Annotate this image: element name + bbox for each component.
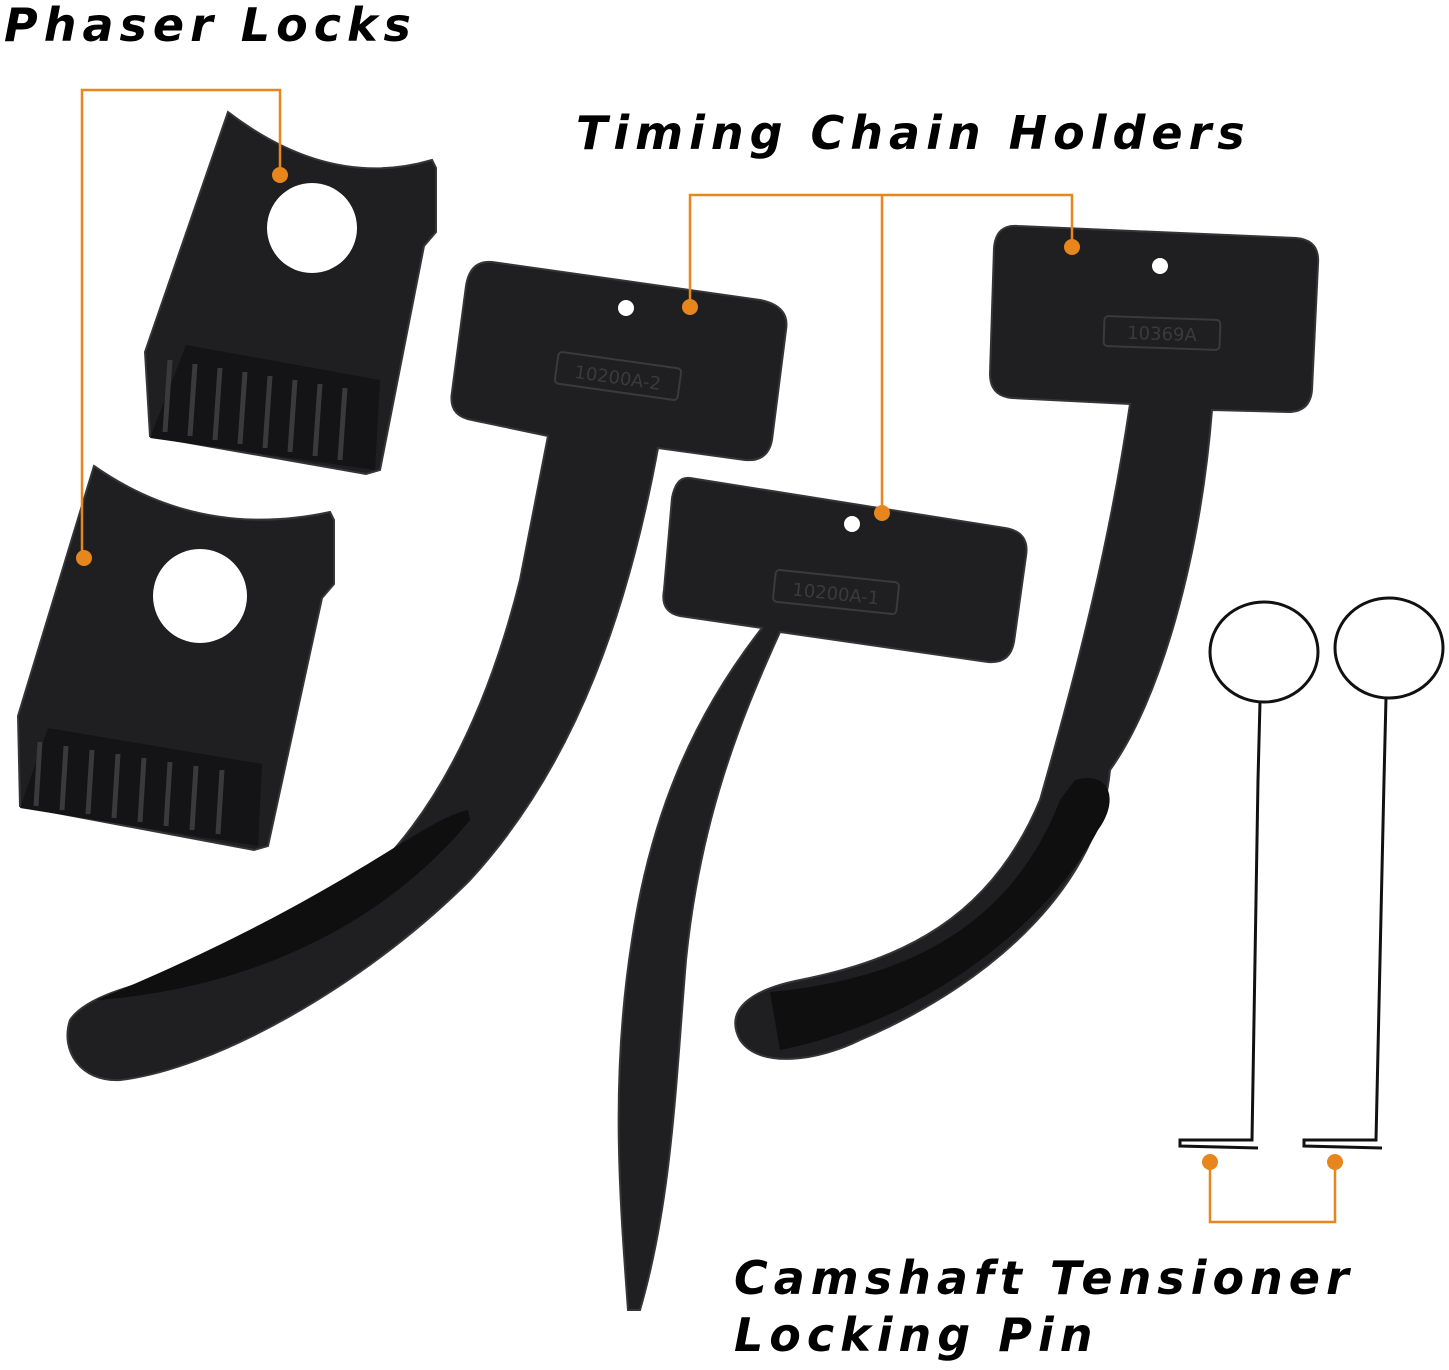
callout-timing-chain-holders [688,193,1074,512]
timing-chain-holder-left: 10200A-2 [66,260,788,1082]
phaser-lock-hole [267,183,357,273]
phaser-lock-upper [143,110,437,476]
locking-pin-left [1178,600,1320,1150]
label-phaser-locks: Phaser Locks [4,0,417,52]
phaser-lock-lower [16,464,335,852]
label-timing-chain-holders: Timing Chain Holders [576,106,1251,160]
timing-chain-holder-middle: 10200A-1 [617,476,1028,1311]
label-camshaft-tensioner: Camshaft Tensioner [734,1251,1355,1305]
callout-phaser-locks [80,88,282,558]
timing-chain-holder-right: 10369A [734,224,1320,1060]
callout-camshaft-pins [1208,1162,1337,1224]
label-locking-pin: Locking Pin [734,1308,1099,1362]
callout-dots [76,167,1343,1170]
locking-pin-right [1302,596,1445,1150]
phaser-lock-hole [153,549,247,643]
holder-right-engraving: 10369A [1127,323,1198,346]
